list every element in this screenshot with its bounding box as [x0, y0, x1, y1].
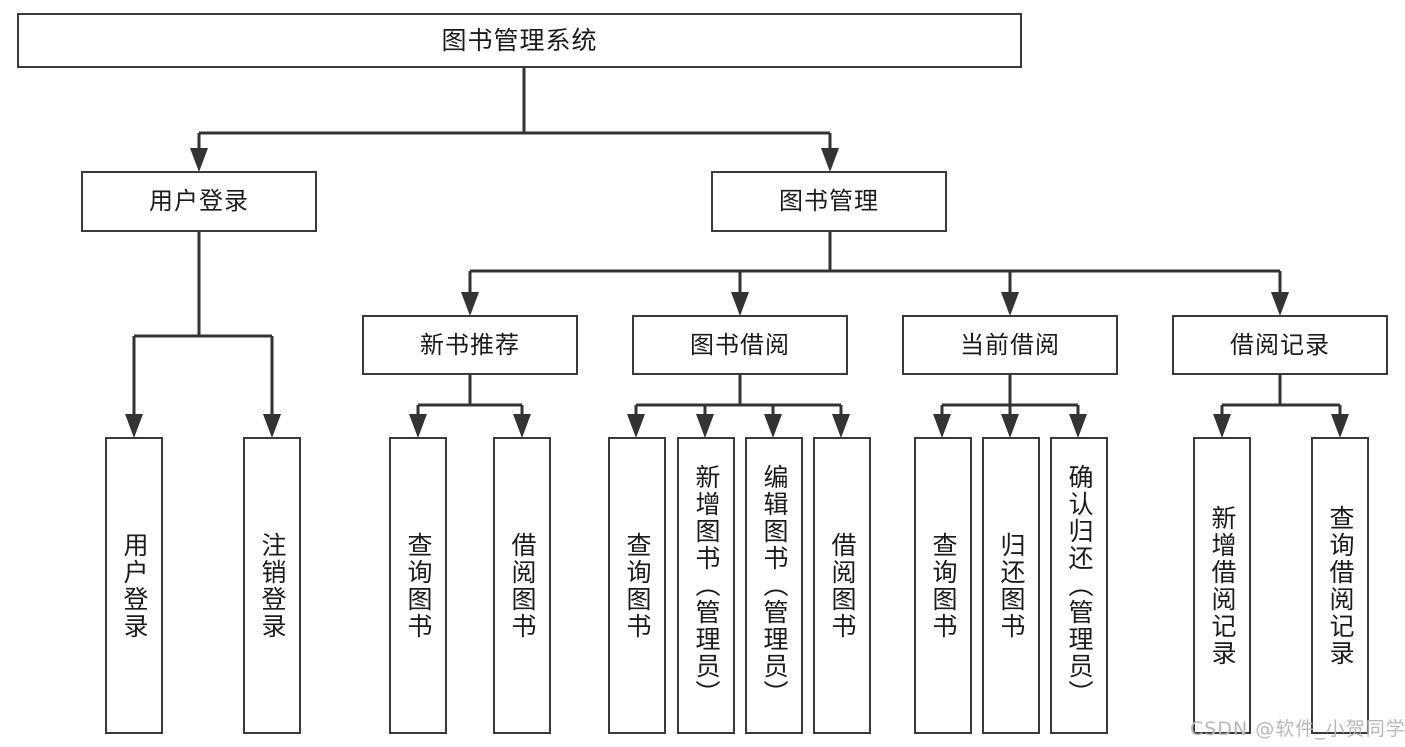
leaf-borrow-add-book[interactable]: 新增图书（管理员）: [677, 437, 735, 734]
node-root-system[interactable]: 图书管理系统: [17, 13, 1022, 68]
node-label: 用户登录: [120, 531, 149, 640]
node-label: 查询图书: [404, 531, 433, 640]
node-book-borrow[interactable]: 图书借阅: [632, 315, 848, 375]
leaf-borrow-query-book[interactable]: 查询图书: [608, 437, 666, 734]
leaf-user-logout[interactable]: 注销登录: [243, 437, 301, 734]
node-new-book-recommend[interactable]: 新书推荐: [362, 315, 578, 375]
node-label: 图书借阅: [690, 330, 790, 359]
node-label: 新增借阅记录: [1208, 504, 1237, 667]
node-label: 当前借阅: [960, 330, 1060, 359]
leaf-current-query-book[interactable]: 查询图书: [914, 437, 972, 734]
node-label: 编辑图书（管理员）: [760, 464, 789, 707]
leaf-user-login[interactable]: 用户登录: [105, 437, 163, 734]
node-current-borrow[interactable]: 当前借阅: [902, 315, 1118, 375]
node-label: 查询图书: [929, 531, 958, 640]
node-book-management[interactable]: 图书管理: [711, 171, 947, 232]
leaf-borrow-edit-book[interactable]: 编辑图书（管理员）: [745, 437, 803, 734]
node-user-login[interactable]: 用户登录: [81, 171, 317, 232]
node-label: 借阅记录: [1230, 330, 1330, 359]
node-label: 借阅图书: [828, 531, 857, 640]
node-label: 新书推荐: [420, 330, 520, 359]
node-label: 归还图书: [997, 531, 1026, 640]
leaf-record-add[interactable]: 新增借阅记录: [1193, 437, 1251, 734]
leaf-recommend-borrow-book[interactable]: 借阅图书: [493, 437, 551, 734]
csdn-watermark: CSDN @软件_小贺同学: [1190, 718, 1405, 740]
node-label: 图书管理: [779, 187, 879, 216]
leaf-borrow-take-book[interactable]: 借阅图书: [813, 437, 871, 734]
node-label: 确认归还（管理员）: [1065, 464, 1094, 707]
leaf-record-search[interactable]: 查询借阅记录: [1311, 437, 1369, 734]
node-label: 注销登录: [258, 531, 287, 640]
leaf-current-confirm-return[interactable]: 确认归还（管理员）: [1050, 437, 1108, 734]
node-label: 用户登录: [149, 187, 249, 216]
leaf-recommend-query-book[interactable]: 查询图书: [389, 437, 447, 734]
node-label: 查询图书: [623, 531, 652, 640]
leaf-current-return-book[interactable]: 归还图书: [982, 437, 1040, 734]
node-borrow-record[interactable]: 借阅记录: [1172, 315, 1388, 375]
node-label: 借阅图书: [508, 531, 537, 640]
node-label: 新增图书（管理员）: [692, 464, 721, 707]
node-label: 查询借阅记录: [1326, 504, 1355, 667]
node-label: 图书管理系统: [441, 25, 598, 55]
